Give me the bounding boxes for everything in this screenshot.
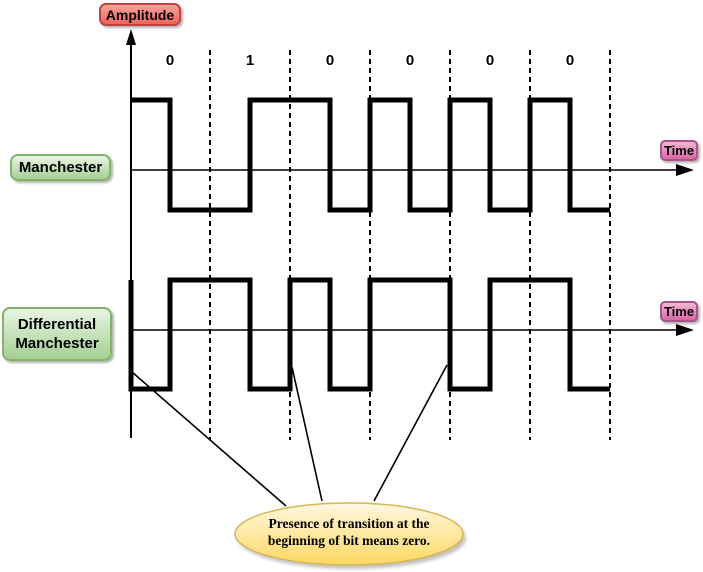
differential-manchester-waveform [128,277,610,392]
callout-pointer-line [131,371,287,507]
annotation-ellipse [234,502,464,566]
time-axis-lower-arrowhead [676,324,694,336]
annotation-line2: beginning of bit means zero. [267,533,431,548]
manchester-waveform [131,97,610,213]
bit-label-1: 0 [165,52,175,69]
annotation-line1: Presence of transition at the [268,516,430,531]
differential-manchester-row-label: Differential Manchester [2,307,112,361]
callout-pointer-line [373,364,448,502]
annotation-text: Presence of transition at the beginning … [237,515,461,549]
manchester-row-label: Manchester [10,154,111,181]
time-axis-label-upper: Time [660,140,698,161]
differential-label-line2: Manchester [15,335,99,352]
time-axis-label-lower: Time [660,301,698,322]
time-axis-upper-arrowhead [676,164,694,176]
bit-label-5: 0 [485,52,495,69]
callout-pointer-line [291,366,323,502]
bit-label-3: 0 [325,52,335,69]
bit-label-2: 1 [245,52,255,69]
bit-label-4: 0 [405,52,415,69]
amplitude-axis-arrowhead [126,29,136,45]
amplitude-axis-label: Amplitude [99,3,181,26]
bit-label-6: 0 [565,52,575,69]
differential-label-line1: Differential [17,316,97,333]
